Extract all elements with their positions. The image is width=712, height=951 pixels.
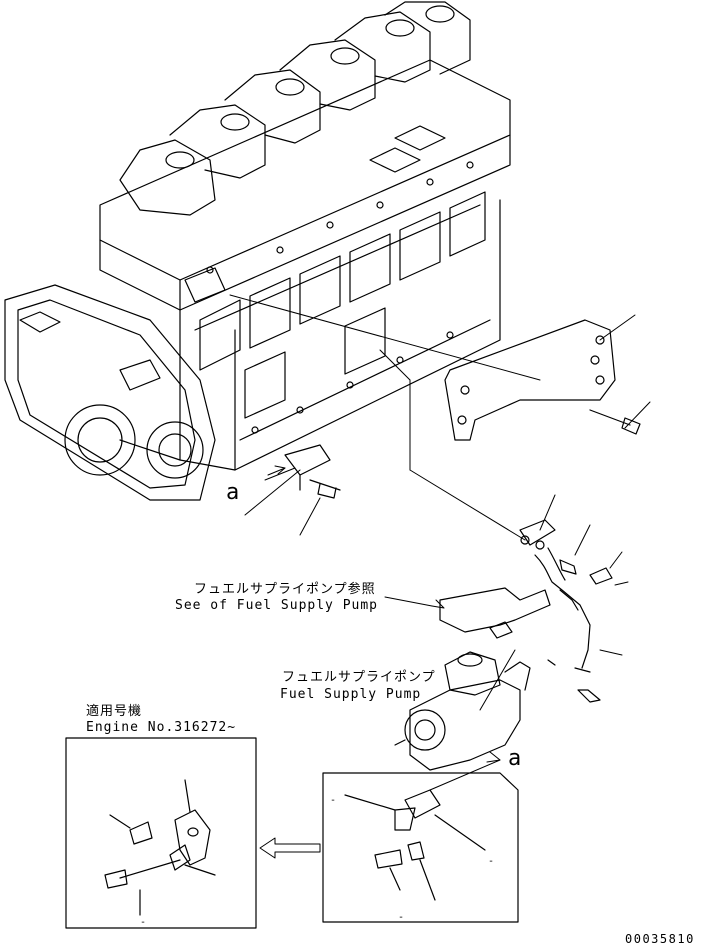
view-a-marker-left: a (226, 480, 240, 505)
see-fuel-pump-label-en: See of Fuel Supply Pump (175, 598, 379, 613)
drawing-number: 00035810 (625, 932, 695, 946)
dash-mark-2: - (488, 856, 495, 867)
view-a-marker-right: a (508, 746, 522, 771)
engine-block (4, 1, 511, 501)
engine-no-inset (65, 737, 257, 929)
leader-lines (229, 294, 651, 791)
dash-mark-1: - (330, 795, 337, 806)
mounting-bracket-large (444, 319, 641, 441)
fuel-pump-bracket (439, 587, 551, 639)
view-a-inset (322, 772, 519, 923)
applicable-label-jp: 適用号機 (86, 704, 143, 719)
applicable-label-en: Engine No.316272~ (86, 720, 237, 735)
fuel-pump-label-en: Fuel Supply Pump (280, 687, 422, 702)
fuel-pump-label-jp: フュエルサプライポンプ (282, 670, 436, 685)
see-fuel-pump-label-jp: フュエルサプライポンプ参照 (194, 582, 376, 597)
fuel-supply-pump (394, 651, 531, 771)
dash-mark-4: - (140, 917, 147, 928)
dash-mark-3: - (398, 912, 405, 923)
fuel-line (519, 519, 613, 703)
small-bracket (284, 444, 341, 499)
rocker-covers (119, 1, 471, 216)
arrows (259, 465, 501, 859)
